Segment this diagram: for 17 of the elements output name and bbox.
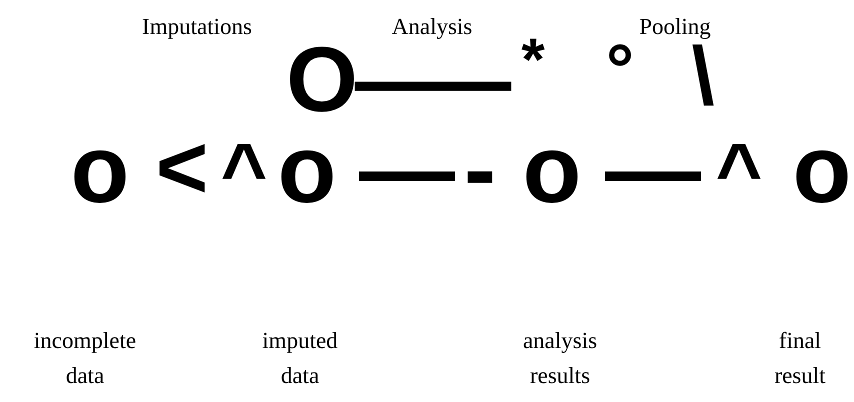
symbol-glyph: o bbox=[522, 122, 582, 218]
symbol-glyph: ^ bbox=[716, 132, 762, 212]
symbol-glyph: - bbox=[464, 122, 496, 218]
symbol-glyph: ^ bbox=[220, 132, 268, 212]
symbol-glyph: — bbox=[605, 122, 701, 218]
stage-caption: incomplete data bbox=[32, 327, 138, 390]
symbol-glyph: o bbox=[792, 122, 852, 218]
symbol-glyph: o bbox=[278, 122, 336, 218]
symbol-glyph: ° bbox=[606, 34, 634, 104]
stage-caption: final result bbox=[773, 327, 827, 390]
symbol-glyph: o bbox=[70, 122, 130, 218]
symbol-glyph: — bbox=[359, 122, 455, 218]
symbol-glyph: * bbox=[521, 30, 545, 90]
symbol-glyph: < bbox=[156, 123, 208, 213]
step-heading: Imputations bbox=[142, 15, 252, 38]
stage-caption: imputed data bbox=[261, 327, 339, 390]
stage-caption: analysis results bbox=[522, 327, 598, 390]
